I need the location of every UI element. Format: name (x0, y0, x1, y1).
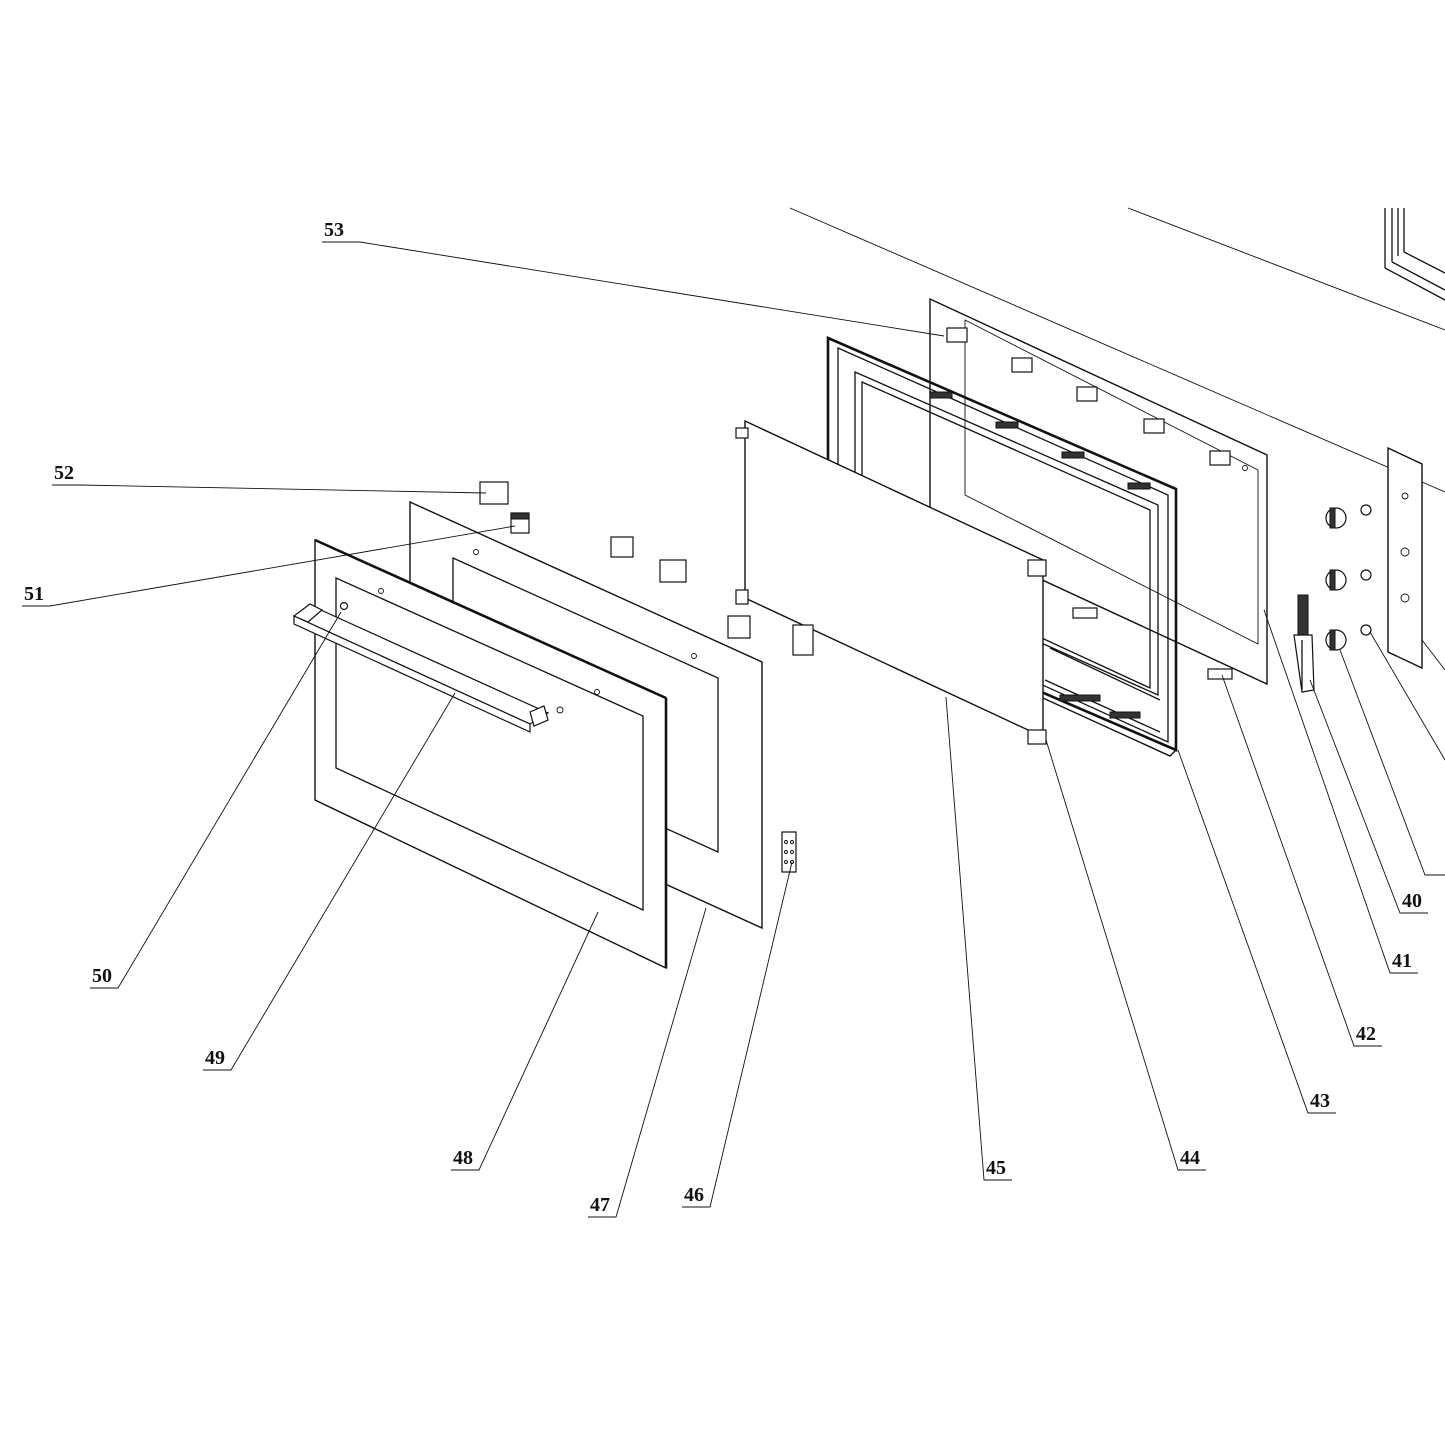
callout-45: 45 (986, 1157, 1006, 1179)
callout-43: 43 (1310, 1090, 1330, 1112)
control-knobs (1325, 504, 1372, 651)
callout-41: 41 (1392, 950, 1412, 972)
callout-44: 44 (1180, 1147, 1200, 1169)
callout-46: 46 (684, 1184, 704, 1206)
callout-51: 51 (24, 583, 44, 605)
control-panel-strip (1387, 446, 1423, 670)
callout-49: 49 (205, 1047, 225, 1069)
callout-50: 50 (92, 965, 112, 987)
callout-48: 48 (453, 1147, 473, 1169)
door-handle (292, 601, 550, 733)
back-glass-panel (929, 297, 1268, 686)
corner-frame-part (1384, 208, 1445, 301)
bottom-hinge-plate (781, 831, 797, 873)
callout-leaders (22, 241, 1445, 1218)
callout-53: 53 (324, 219, 344, 241)
door-clips (479, 481, 814, 656)
intermediate-glass-panel (735, 419, 1047, 745)
hinge-bracket (1293, 594, 1315, 693)
callout-labels: 53 52 51 50 49 48 47 46 45 44 43 42 41 4… (24, 219, 1422, 1216)
callout-42: 42 (1356, 1023, 1376, 1045)
top-leader-lines (789, 207, 1445, 493)
callout-52: 52 (54, 462, 74, 484)
callout-47: 47 (590, 1194, 610, 1216)
panel-clips (946, 327, 1233, 680)
callout-40: 40 (1402, 890, 1422, 912)
